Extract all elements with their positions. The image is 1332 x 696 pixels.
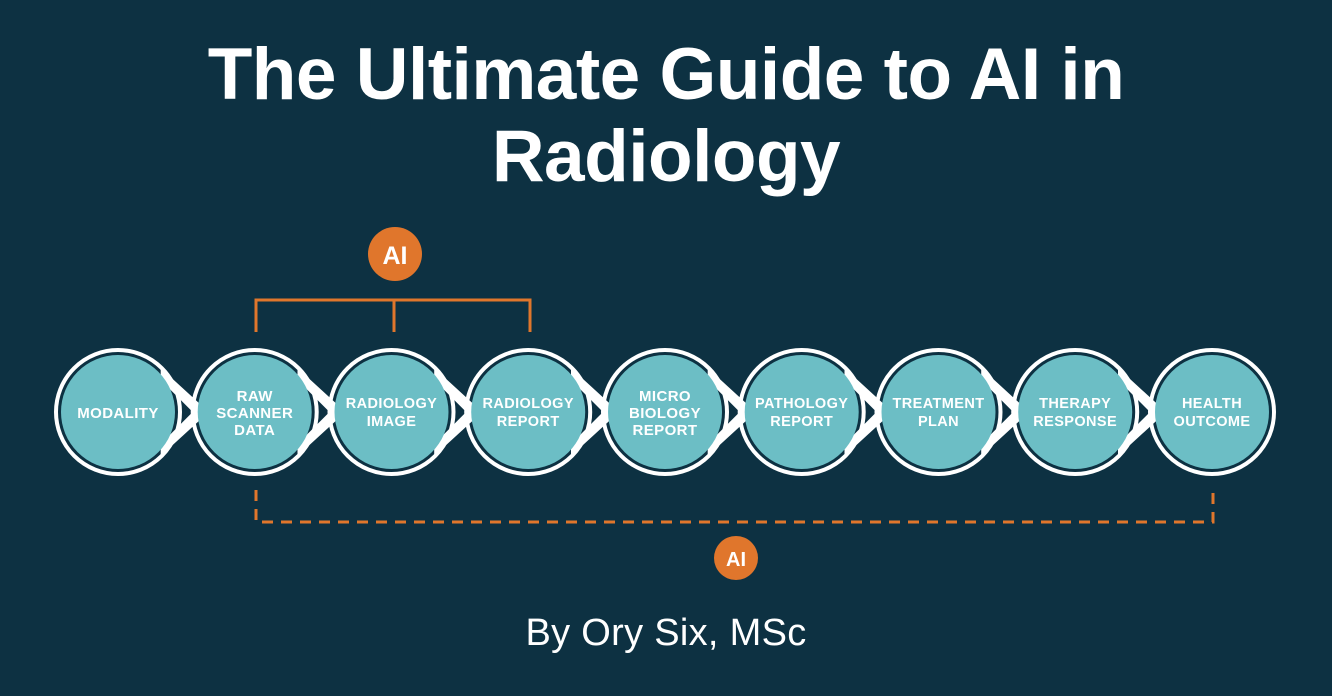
ai-badge-bottom-label: AI — [726, 549, 746, 571]
flow-node-therapy-response-line-1: THERAPY — [1039, 396, 1111, 412]
flow-node-radiology-image-line-1: RADIOLOGY — [346, 396, 437, 412]
flow-node-radiology-report[interactable]: RADIOLOGY REPORT — [464, 348, 593, 476]
flow-node-micro-biology-report[interactable]: MICRO BIOLOGY REPORT — [601, 348, 729, 476]
flow-node-raw-scanner-data-line-3: DATA — [234, 422, 275, 439]
flow-node-health-outcome[interactable]: HEALTH OUTCOME — [1148, 348, 1276, 476]
flow-node-radiology-report-line-2: REPORT — [497, 414, 560, 430]
flow-node-raw-scanner-data[interactable]: RAW SCANNER DATA — [190, 348, 319, 476]
flow-node-modality[interactable]: MODALITY — [54, 348, 182, 476]
flow-node-treatment-plan-line-1: TREATMENT — [893, 396, 985, 412]
flow-node-radiology-image-line-2: IMAGE — [367, 414, 417, 430]
ai-badge-top-label: AI — [383, 242, 408, 270]
page-title: The Ultimate Guide to AI in Radiology — [0, 34, 1332, 198]
flow-node-raw-scanner-data-line-2: SCANNER — [216, 405, 293, 422]
page-title-line-1: The Ultimate Guide to AI in — [207, 34, 1125, 115]
author-byline-text: By Ory Six, MSc — [525, 612, 807, 654]
flow-node-modality-line-1: MODALITY — [77, 405, 159, 422]
flow-node-pathology-report-line-2: REPORT — [770, 414, 833, 430]
top-ai-bracket — [254, 298, 532, 332]
flow-node-therapy-response[interactable]: THERAPY RESPONSE — [1011, 348, 1140, 476]
bottom-ai-bracket — [254, 490, 1215, 524]
flow-node-raw-scanner-data-line-1: RAW — [237, 388, 274, 405]
flow-node-therapy-response-line-2: RESPONSE — [1033, 414, 1117, 430]
ai-badge-bottom[interactable]: AI — [714, 536, 758, 580]
ai-badge-top[interactable]: AI — [368, 227, 422, 281]
flow-node-pathology-report[interactable]: PATHOLOGY REPORT — [737, 348, 866, 476]
flow-node-health-outcome-line-2: OUTCOME — [1174, 414, 1251, 430]
flow-node-radiology-report-line-1: RADIOLOGY — [482, 396, 573, 412]
flow-node-health-outcome-line-1: HEALTH — [1182, 396, 1242, 412]
flow-node-micro-biology-report-line-1: MICRO — [639, 388, 691, 405]
flow-node-micro-biology-report-line-3: REPORT — [633, 422, 698, 439]
author-byline: By Ory Six, MSc — [0, 610, 1332, 656]
flow-node-pathology-report-line-1: PATHOLOGY — [755, 396, 848, 412]
flow-node-treatment-plan[interactable]: TREATMENT PLAN — [874, 348, 1003, 476]
flow-node-treatment-plan-line-2: PLAN — [918, 414, 959, 430]
page-title-line-2: Radiology — [491, 116, 841, 197]
flow-node-micro-biology-report-line-2: BIOLOGY — [629, 405, 701, 422]
flow-node-radiology-image[interactable]: RADIOLOGY IMAGE — [327, 348, 456, 476]
